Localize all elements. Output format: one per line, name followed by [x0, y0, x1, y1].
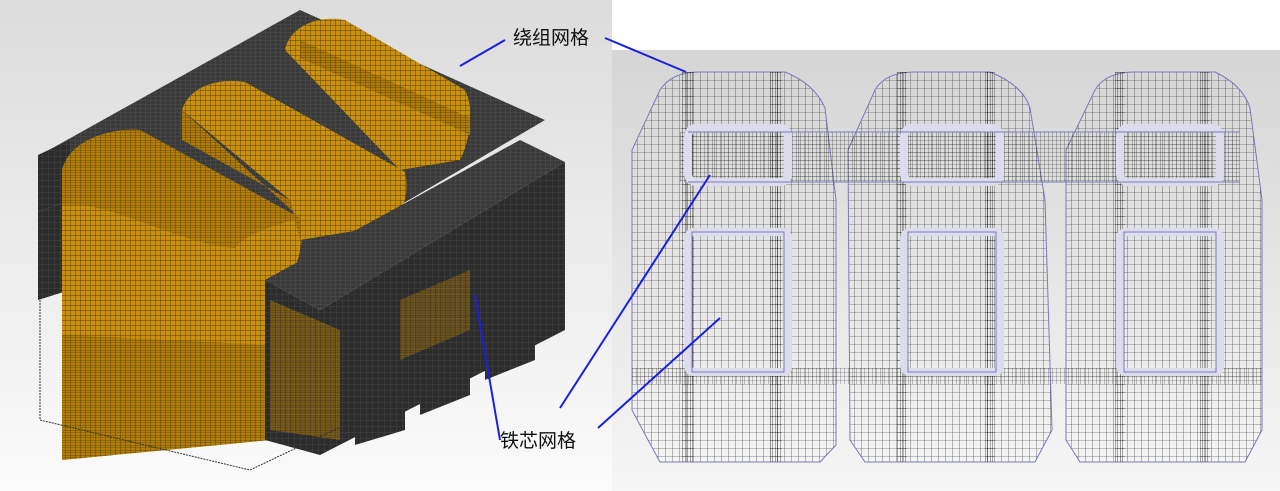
- winding-mesh-label: 绕组网格: [513, 27, 590, 49]
- winding-inner-visible-2: [400, 270, 470, 360]
- callout-lines: [459, 37, 721, 441]
- callout-winding-left: [459, 39, 506, 67]
- core-yoke-band: [680, 132, 1240, 182]
- core-right-frame-top: [265, 140, 565, 310]
- core-right-block-1: [355, 272, 405, 445]
- callout-winding-right: [604, 37, 687, 73]
- winding-2-side: [182, 110, 300, 240]
- core-outline: [688, 131, 1240, 373]
- callout-core-mid-2: [597, 317, 721, 429]
- winding-1-top: [62, 129, 300, 248]
- right-panel-top-white: [612, 0, 1280, 50]
- cross-section-mesh: [631, 71, 1263, 463]
- callout-core-mid-1: [559, 174, 711, 409]
- core-right-block-3: [485, 200, 535, 380]
- winding-inner-visible: [270, 300, 340, 440]
- callout-core-left: [474, 294, 501, 441]
- core-mesh-label: 铁芯网格: [500, 430, 577, 452]
- winding-3-band: [300, 40, 470, 135]
- winding-2: [182, 80, 407, 241]
- transformer-3d-mesh: [38, 10, 565, 471]
- winding-1-base: [62, 335, 270, 460]
- mesh-base-outline: [39, 300, 546, 471]
